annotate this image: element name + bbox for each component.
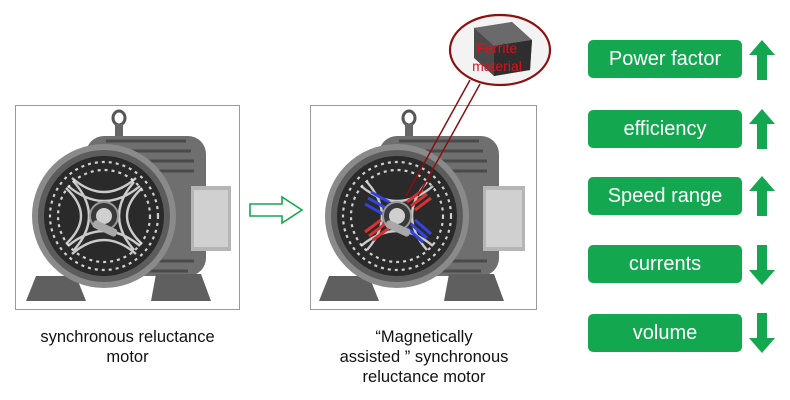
property-efficiency: efficiency bbox=[588, 110, 742, 148]
synchronous-reluctance-motor-illustration bbox=[26, 109, 231, 301]
arrow-up-icon bbox=[749, 176, 775, 216]
property-currents: currents bbox=[588, 245, 742, 283]
transition-arrow-icon bbox=[249, 195, 304, 225]
ferrite-callout bbox=[405, 13, 552, 197]
caption-line: motor bbox=[106, 348, 149, 366]
arrow-up-icon bbox=[749, 109, 775, 149]
property-volume: volume bbox=[588, 314, 742, 352]
motor-image-left bbox=[15, 105, 240, 310]
caption-magnetically-assisted: “Magnetically assisted ” synchronous rel… bbox=[306, 327, 542, 387]
property-power-factor: Power factor bbox=[588, 40, 742, 78]
caption-synchronous-reluctance: synchronous reluctance motor bbox=[10, 327, 245, 367]
ferrite-magnets bbox=[364, 188, 432, 244]
callout-label-line1: Ferrite bbox=[476, 40, 518, 56]
motor-image-right bbox=[310, 105, 537, 310]
arrow-down-icon bbox=[749, 245, 775, 285]
callout-label-line2: material bbox=[472, 58, 522, 74]
caption-line: assisted ” synchronous bbox=[339, 348, 509, 366]
magnetically-assisted-motor-illustration bbox=[319, 109, 525, 301]
caption-line: reluctance motor bbox=[362, 368, 486, 386]
caption-line: synchronous reluctance bbox=[40, 328, 215, 346]
property-speed-range: Speed range bbox=[588, 177, 742, 215]
caption-line: “Magnetically bbox=[375, 328, 473, 346]
arrow-down-icon bbox=[749, 313, 775, 353]
arrow-up-icon bbox=[749, 40, 775, 80]
